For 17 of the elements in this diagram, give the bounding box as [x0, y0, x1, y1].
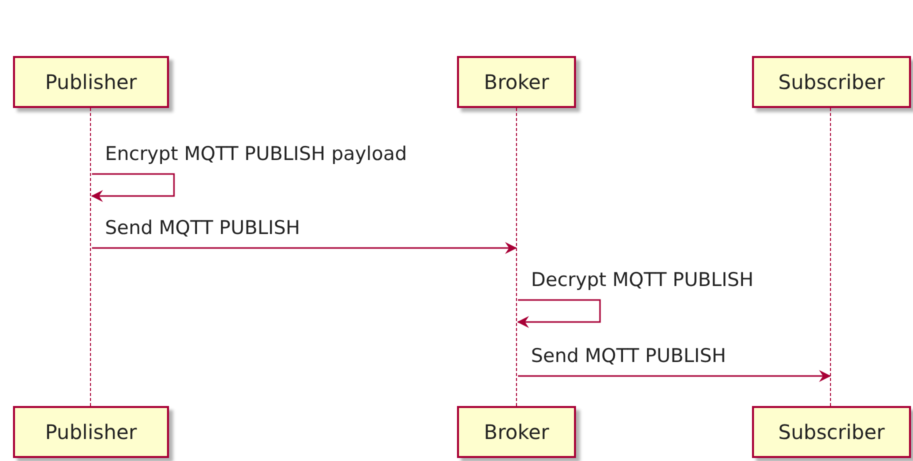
lifeline: [830, 108, 832, 406]
message-arrow: [518, 370, 831, 382]
lifeline: [90, 108, 92, 406]
participant-box: Publisher: [13, 406, 169, 458]
participant-box: Broker: [457, 406, 576, 458]
message-label: Decrypt MQTT PUBLISH: [530, 269, 755, 291]
message-arrow: [92, 242, 517, 254]
participant-box: Subscriber: [752, 56, 911, 108]
message-label: Send MQTT PUBLISH: [530, 345, 728, 367]
lifeline: [516, 108, 518, 406]
participant-box: Broker: [457, 56, 576, 108]
self-message-arrow: [517, 299, 601, 328]
participant-box: Subscriber: [752, 406, 911, 458]
message-label: Encrypt MQTT PUBLISH payload: [104, 143, 408, 165]
participant-box: Publisher: [13, 56, 169, 108]
self-message-arrow: [91, 173, 175, 202]
message-label: Send MQTT PUBLISH: [104, 217, 302, 239]
